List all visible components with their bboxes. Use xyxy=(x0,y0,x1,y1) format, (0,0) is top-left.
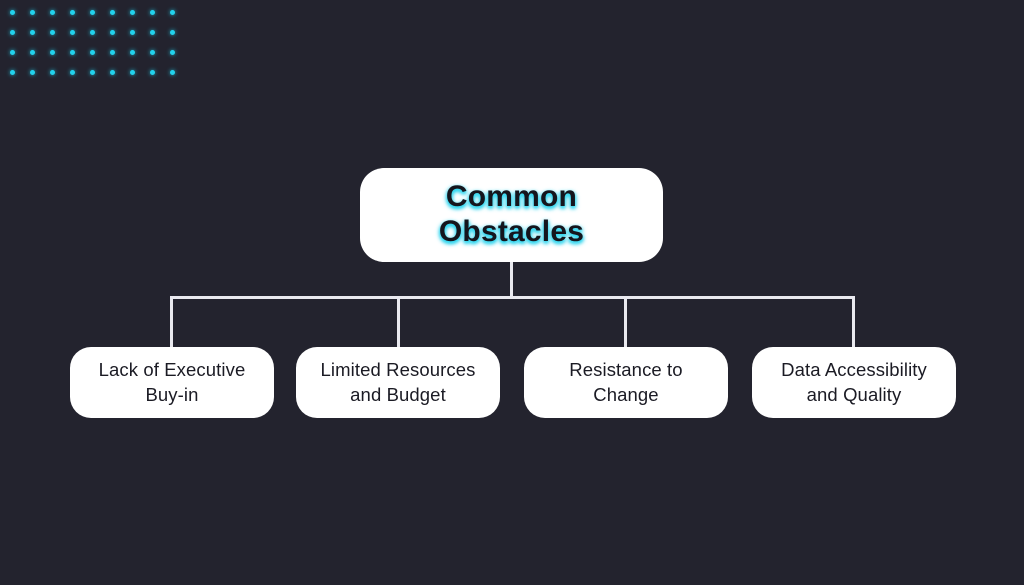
child-node-label-line2: Buy-in xyxy=(145,383,199,405)
connector-drop-1 xyxy=(397,296,400,347)
grid-dot xyxy=(30,10,35,15)
grid-dot xyxy=(110,30,115,35)
grid-dot xyxy=(150,70,155,75)
connector-drop-0 xyxy=(170,296,173,347)
child-node-data-accessibility-and-quality[interactable]: Data Accessibility and Quality xyxy=(752,347,956,418)
child-node-resistance-to-change[interactable]: Resistance to Change xyxy=(524,347,728,418)
grid-dot xyxy=(170,70,175,75)
grid-dot xyxy=(30,50,35,55)
grid-dot xyxy=(70,50,75,55)
grid-dot xyxy=(50,30,55,35)
grid-dot xyxy=(90,30,95,35)
connector-horizontal-bus xyxy=(170,296,855,299)
grid-dot xyxy=(130,50,135,55)
root-node-label-line2: Obstacles xyxy=(438,215,585,248)
child-node-label-line2: and Quality xyxy=(806,383,902,405)
grid-dot xyxy=(10,30,15,35)
grid-dot xyxy=(10,70,15,75)
dot-grid-decoration xyxy=(0,0,200,100)
grid-dot xyxy=(30,30,35,35)
grid-dot xyxy=(170,10,175,15)
grid-dot xyxy=(150,50,155,55)
connector-root-stem xyxy=(510,262,513,299)
child-node-label-line1: Limited Resources xyxy=(320,359,476,381)
root-node-common-obstacles[interactable]: Common Obstacles xyxy=(360,168,663,262)
grid-dot xyxy=(150,30,155,35)
child-node-label: Data Accessibility and Quality xyxy=(771,358,937,407)
child-node-label-line1: Resistance to xyxy=(569,359,683,381)
grid-dot xyxy=(110,10,115,15)
grid-dot xyxy=(170,50,175,55)
grid-dot xyxy=(70,70,75,75)
child-node-label: Lack of Executive Buy-in xyxy=(89,358,256,407)
child-node-label: Limited Resources and Budget xyxy=(311,358,486,407)
grid-dot xyxy=(90,10,95,15)
grid-dot xyxy=(130,70,135,75)
connector-drop-2 xyxy=(624,296,627,347)
child-node-label-line1: Data Accessibility xyxy=(781,359,927,381)
grid-dot xyxy=(110,50,115,55)
grid-dot xyxy=(110,70,115,75)
child-node-label-line2: and Budget xyxy=(350,383,446,405)
grid-dot xyxy=(10,10,15,15)
grid-dot xyxy=(70,10,75,15)
child-node-label: Resistance to Change xyxy=(559,358,692,407)
grid-dot xyxy=(50,70,55,75)
root-node-label-line1: Common xyxy=(445,180,578,214)
grid-dot xyxy=(50,10,55,15)
grid-dot xyxy=(50,50,55,55)
grid-dot xyxy=(30,70,35,75)
root-node-label: Common Obstacles xyxy=(439,180,584,250)
grid-dot xyxy=(170,30,175,35)
child-node-limited-resources-and-budget[interactable]: Limited Resources and Budget xyxy=(296,347,500,418)
connector-drop-3 xyxy=(852,296,855,347)
grid-dot xyxy=(70,30,75,35)
grid-dot xyxy=(90,50,95,55)
grid-dot xyxy=(130,30,135,35)
child-node-label-line2: Change xyxy=(593,383,659,405)
child-node-label-line1: Lack of Executive xyxy=(98,359,246,381)
grid-dot xyxy=(90,70,95,75)
child-node-lack-of-executive-buy-in[interactable]: Lack of Executive Buy-in xyxy=(70,347,274,418)
grid-dot xyxy=(130,10,135,15)
grid-dot xyxy=(150,10,155,15)
grid-dot xyxy=(10,50,15,55)
